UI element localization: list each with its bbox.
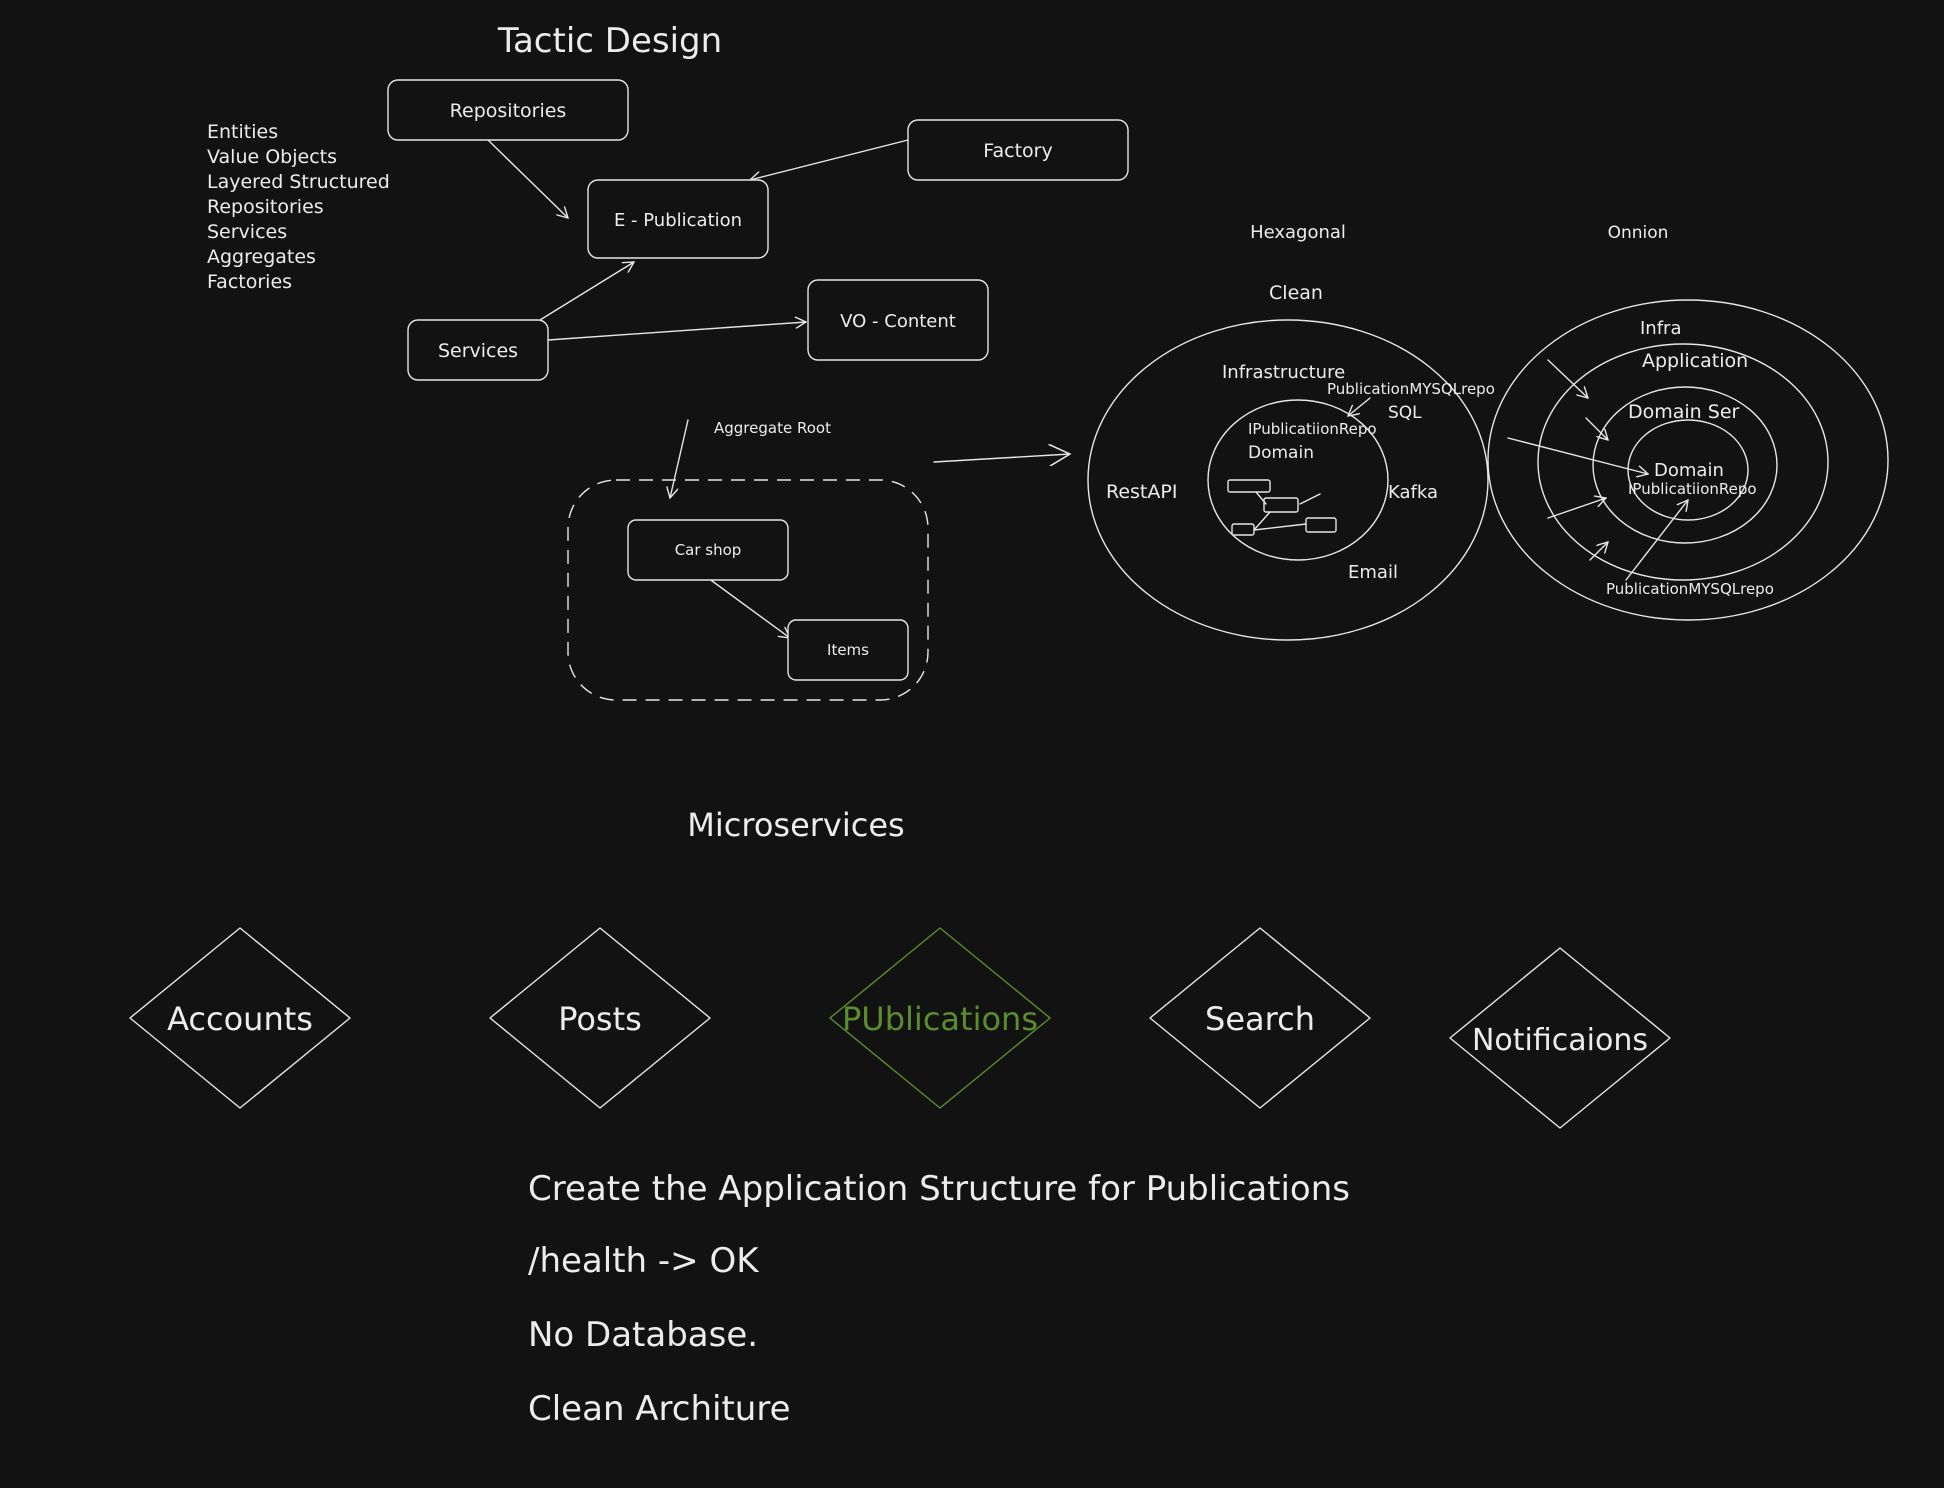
microservice-label: Notificaions <box>1472 1023 1648 1058</box>
arrow-onion-4 <box>1547 498 1606 519</box>
note-line: No Database. <box>528 1315 758 1355</box>
sql-label: SQL <box>1388 403 1422 423</box>
arrow-services-to-content <box>547 322 806 341</box>
arrow-onion-6 <box>1625 500 1688 581</box>
repositories-label: Repositories <box>450 100 567 122</box>
arrow-aggregate-root <box>670 419 689 498</box>
onion-publication-mysql-repo-label: PublicationMYSQLrepo <box>1606 580 1774 598</box>
microservice-publications[interactable]: PUblications <box>828 927 1052 1109</box>
note-line: Create the Application Structure for Pub… <box>528 1169 1350 1209</box>
page-title: Tactic Design <box>497 21 722 61</box>
infra-ring <box>1487 299 1889 621</box>
e-publication-label: E - Publication <box>614 210 742 231</box>
ipublication-repo-label: IPublicatiionRepo <box>1248 420 1377 438</box>
microservice-accounts[interactable]: Accounts <box>129 927 351 1109</box>
arrow-onion-2 <box>1585 417 1608 440</box>
concept-list: Entities Value Objects Layered Structure… <box>207 121 390 293</box>
microservice-label: Accounts <box>167 1000 313 1038</box>
concept-item: Entities <box>207 121 278 143</box>
publication-mysql-repo-label: PublicationMYSQLrepo <box>1327 380 1495 398</box>
domain-services-ring <box>1592 386 1778 544</box>
microservice-posts[interactable]: Posts <box>489 927 711 1109</box>
mini-diagram-sketch <box>1227 479 1337 536</box>
arrow-mysql-to-interface <box>1348 397 1371 416</box>
domain-core-ring <box>1627 419 1749 521</box>
domain-services-label: Domain Ser <box>1628 401 1740 423</box>
infra-label: Infra <box>1640 318 1681 339</box>
items-label: Items <box>827 641 869 659</box>
car-shop-box[interactable]: Car shop <box>627 519 789 581</box>
microservices-heading: Microservices <box>687 806 904 844</box>
hexagonal-heading: Hexagonal <box>1250 222 1346 243</box>
onion-ipublication-repo-label: IPublicatiionRepo <box>1628 480 1757 498</box>
task-notes: Create the Application Structure for Pub… <box>528 1169 1350 1429</box>
infrastructure-label: Infrastructure <box>1222 362 1345 383</box>
domain-ring <box>1207 399 1389 561</box>
concept-item: Value Objects <box>207 146 337 168</box>
vo-content-box[interactable]: VO - Content <box>807 279 989 361</box>
arrow-services-to-publication <box>539 262 634 321</box>
arrow-carshop-to-items <box>707 577 790 638</box>
repositories-box[interactable]: Repositories <box>387 79 629 141</box>
concept-item: Aggregates <box>207 246 316 268</box>
clean-heading: Clean <box>1269 282 1323 304</box>
application-label: Application <box>1642 350 1748 372</box>
services-label: Services <box>438 340 518 362</box>
arrow-onion-3 <box>1507 437 1648 474</box>
concept-item: Repositories <box>207 196 324 218</box>
aggregate-root-label: Aggregate Root <box>714 419 831 437</box>
microservice-label: Posts <box>558 1000 642 1038</box>
concept-item: Layered Structured <box>207 171 390 193</box>
application-ring <box>1537 343 1829 581</box>
arrow-factory-to-publication <box>750 139 909 180</box>
infrastructure-ring <box>1087 319 1489 641</box>
onion-heading: Onnion <box>1608 223 1669 243</box>
onion-domain-label: Domain <box>1654 460 1724 481</box>
email-label: Email <box>1348 562 1398 583</box>
arrow-to-architectures <box>933 454 1070 462</box>
car-shop-label: Car shop <box>675 541 742 559</box>
note-line: /health -> OK <box>528 1241 760 1281</box>
services-box[interactable]: Services <box>407 319 549 381</box>
factory-label: Factory <box>983 140 1052 162</box>
factory-box[interactable]: Factory <box>907 119 1129 181</box>
concept-item: Factories <box>207 271 292 293</box>
microservice-notifications[interactable]: Notificaions <box>1449 947 1671 1129</box>
clean-architecture-diagram: Infrastructure PublicationMYSQLrepo SQL … <box>1087 319 1495 641</box>
e-publication-box[interactable]: E - Publication <box>587 179 769 259</box>
microservice-label: PUblications <box>842 1000 1038 1038</box>
vo-content-label: VO - Content <box>840 311 956 332</box>
domain-label: Domain <box>1248 443 1314 463</box>
aggregate-group: Aggregate Root Car shop Items <box>567 419 929 701</box>
microservice-label: Search <box>1205 1000 1315 1038</box>
arrow-onion-5 <box>1589 542 1608 561</box>
arrow-repositories-to-publication <box>487 139 568 218</box>
aggregate-boundary <box>567 479 929 701</box>
concept-item: Services <box>207 221 287 243</box>
onion-architecture-diagram: Infra Application Domain Ser Domain IPub… <box>1487 299 1889 621</box>
items-box[interactable]: Items <box>787 619 909 681</box>
microservice-search[interactable]: Search <box>1149 927 1371 1109</box>
note-line: Clean Architure <box>528 1389 791 1429</box>
arrow-onion-1 <box>1547 359 1588 398</box>
kafka-label: Kafka <box>1388 482 1438 503</box>
rest-api-label: RestAPI <box>1106 481 1177 503</box>
